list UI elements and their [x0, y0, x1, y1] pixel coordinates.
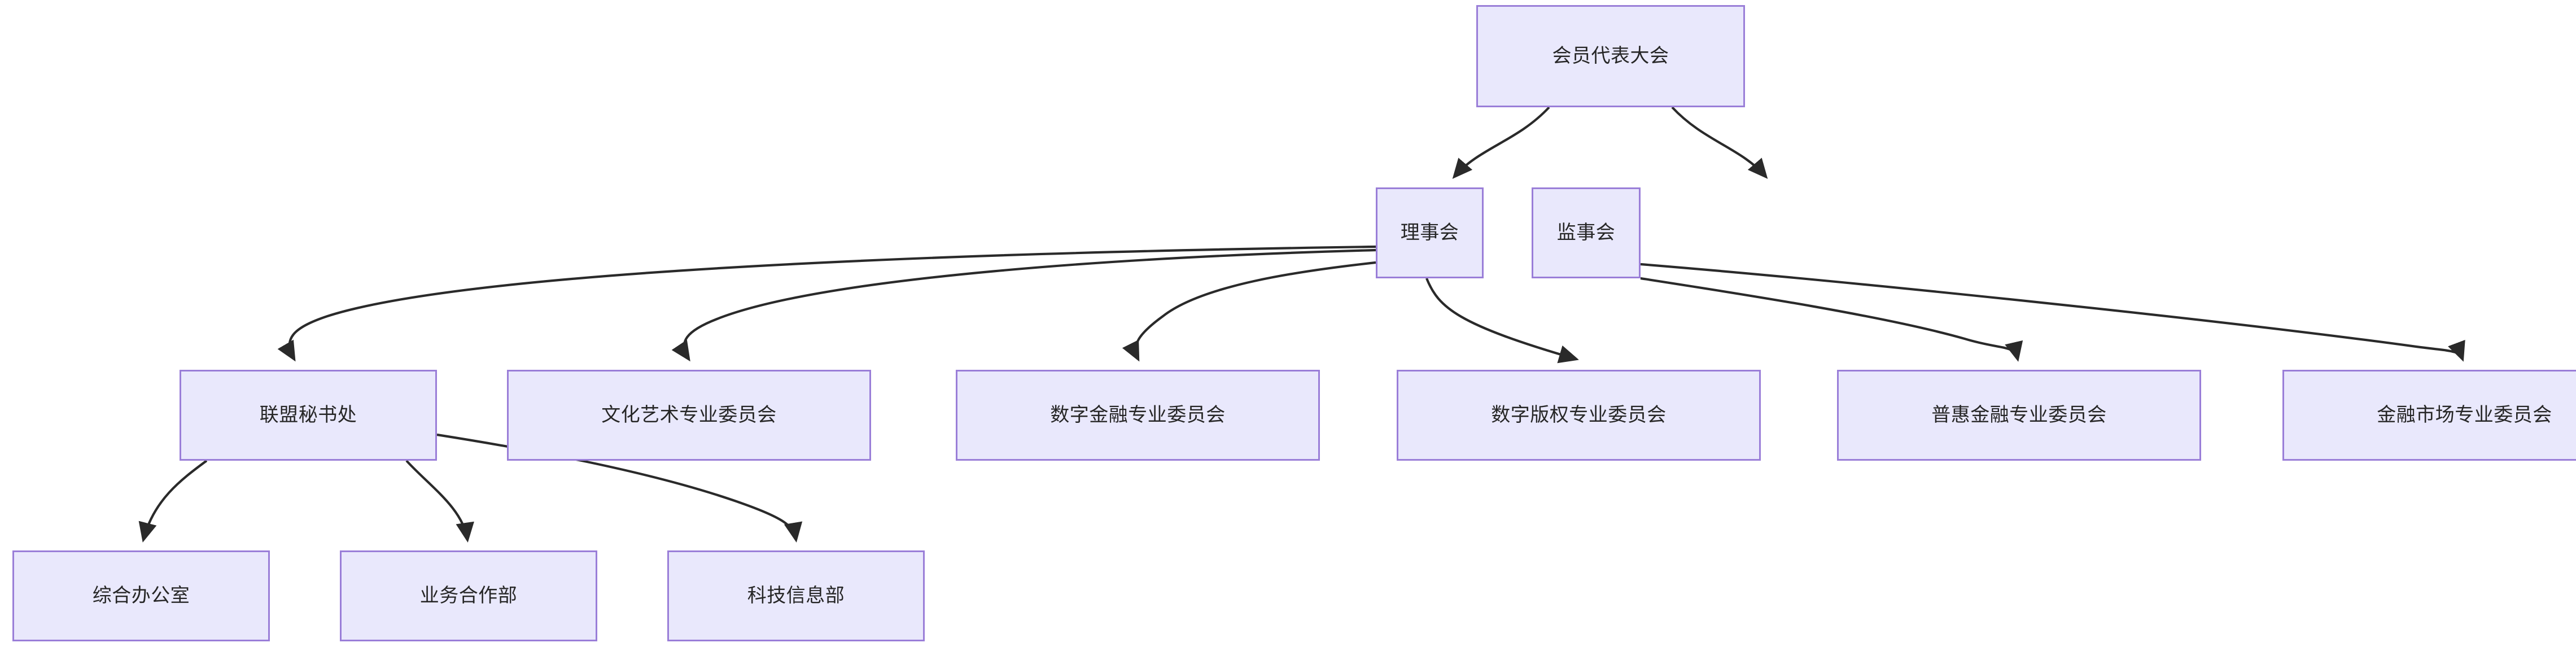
- edge-assembly-supervisors: [1671, 106, 1768, 179]
- node-inclusive-finance[interactable]: 普惠金融专业委员会: [1837, 370, 2201, 461]
- node-assembly-label: 会员代表大会: [1552, 45, 1669, 67]
- node-digital-copyright-label: 数字版权专业委员会: [1491, 404, 1667, 426]
- node-secretariat-label: 联盟秘书处: [259, 404, 357, 426]
- node-supervisors[interactable]: 监事会: [1532, 187, 1641, 278]
- node-digital-finance[interactable]: 数字金融专业委员会: [956, 370, 1320, 461]
- node-financial-market[interactable]: 金融市场专业委员会: [2282, 370, 2576, 461]
- node-culture-arts-label: 文化艺术专业委员会: [601, 404, 777, 426]
- node-digital-copyright[interactable]: 数字版权专业委员会: [1397, 370, 1761, 461]
- node-digital-finance-label: 数字金融专业委员会: [1050, 404, 1226, 426]
- node-board[interactable]: 理事会: [1376, 187, 1484, 278]
- node-culture-arts[interactable]: 文化艺术专业委员会: [507, 370, 871, 461]
- edge-board-secretariat: [277, 245, 1376, 362]
- node-tech-info-label: 科技信息部: [747, 585, 845, 607]
- edge-supervisors-inclusive-finance: [1640, 277, 2023, 362]
- edge-secretariat-business-coop: [405, 460, 474, 543]
- edge-assembly-board: [1452, 106, 1550, 179]
- edge-supervisors-financial-market: [1640, 263, 2465, 362]
- node-general-office-label: 综合办公室: [92, 585, 190, 607]
- node-tech-info[interactable]: 科技信息部: [667, 550, 925, 641]
- node-general-office[interactable]: 综合办公室: [12, 550, 270, 641]
- node-business-coop[interactable]: 业务合作部: [340, 550, 597, 641]
- edge-board-culture-arts: [671, 248, 1376, 362]
- edge-board-digital-finance: [1122, 261, 1376, 362]
- node-board-label: 理事会: [1400, 222, 1459, 244]
- node-business-coop-label: 业务合作部: [419, 585, 518, 607]
- node-inclusive-finance-label: 普惠金融专业委员会: [1931, 404, 2107, 426]
- node-financial-market-label: 金融市场专业委员会: [2377, 404, 2552, 426]
- edge-secretariat-general-office: [138, 460, 208, 543]
- node-supervisors-label: 监事会: [1556, 222, 1616, 244]
- edge-board-digital-copyright: [1425, 278, 1579, 364]
- node-secretariat[interactable]: 联盟秘书处: [180, 370, 437, 461]
- node-assembly[interactable]: 会员代表大会: [1476, 5, 1745, 107]
